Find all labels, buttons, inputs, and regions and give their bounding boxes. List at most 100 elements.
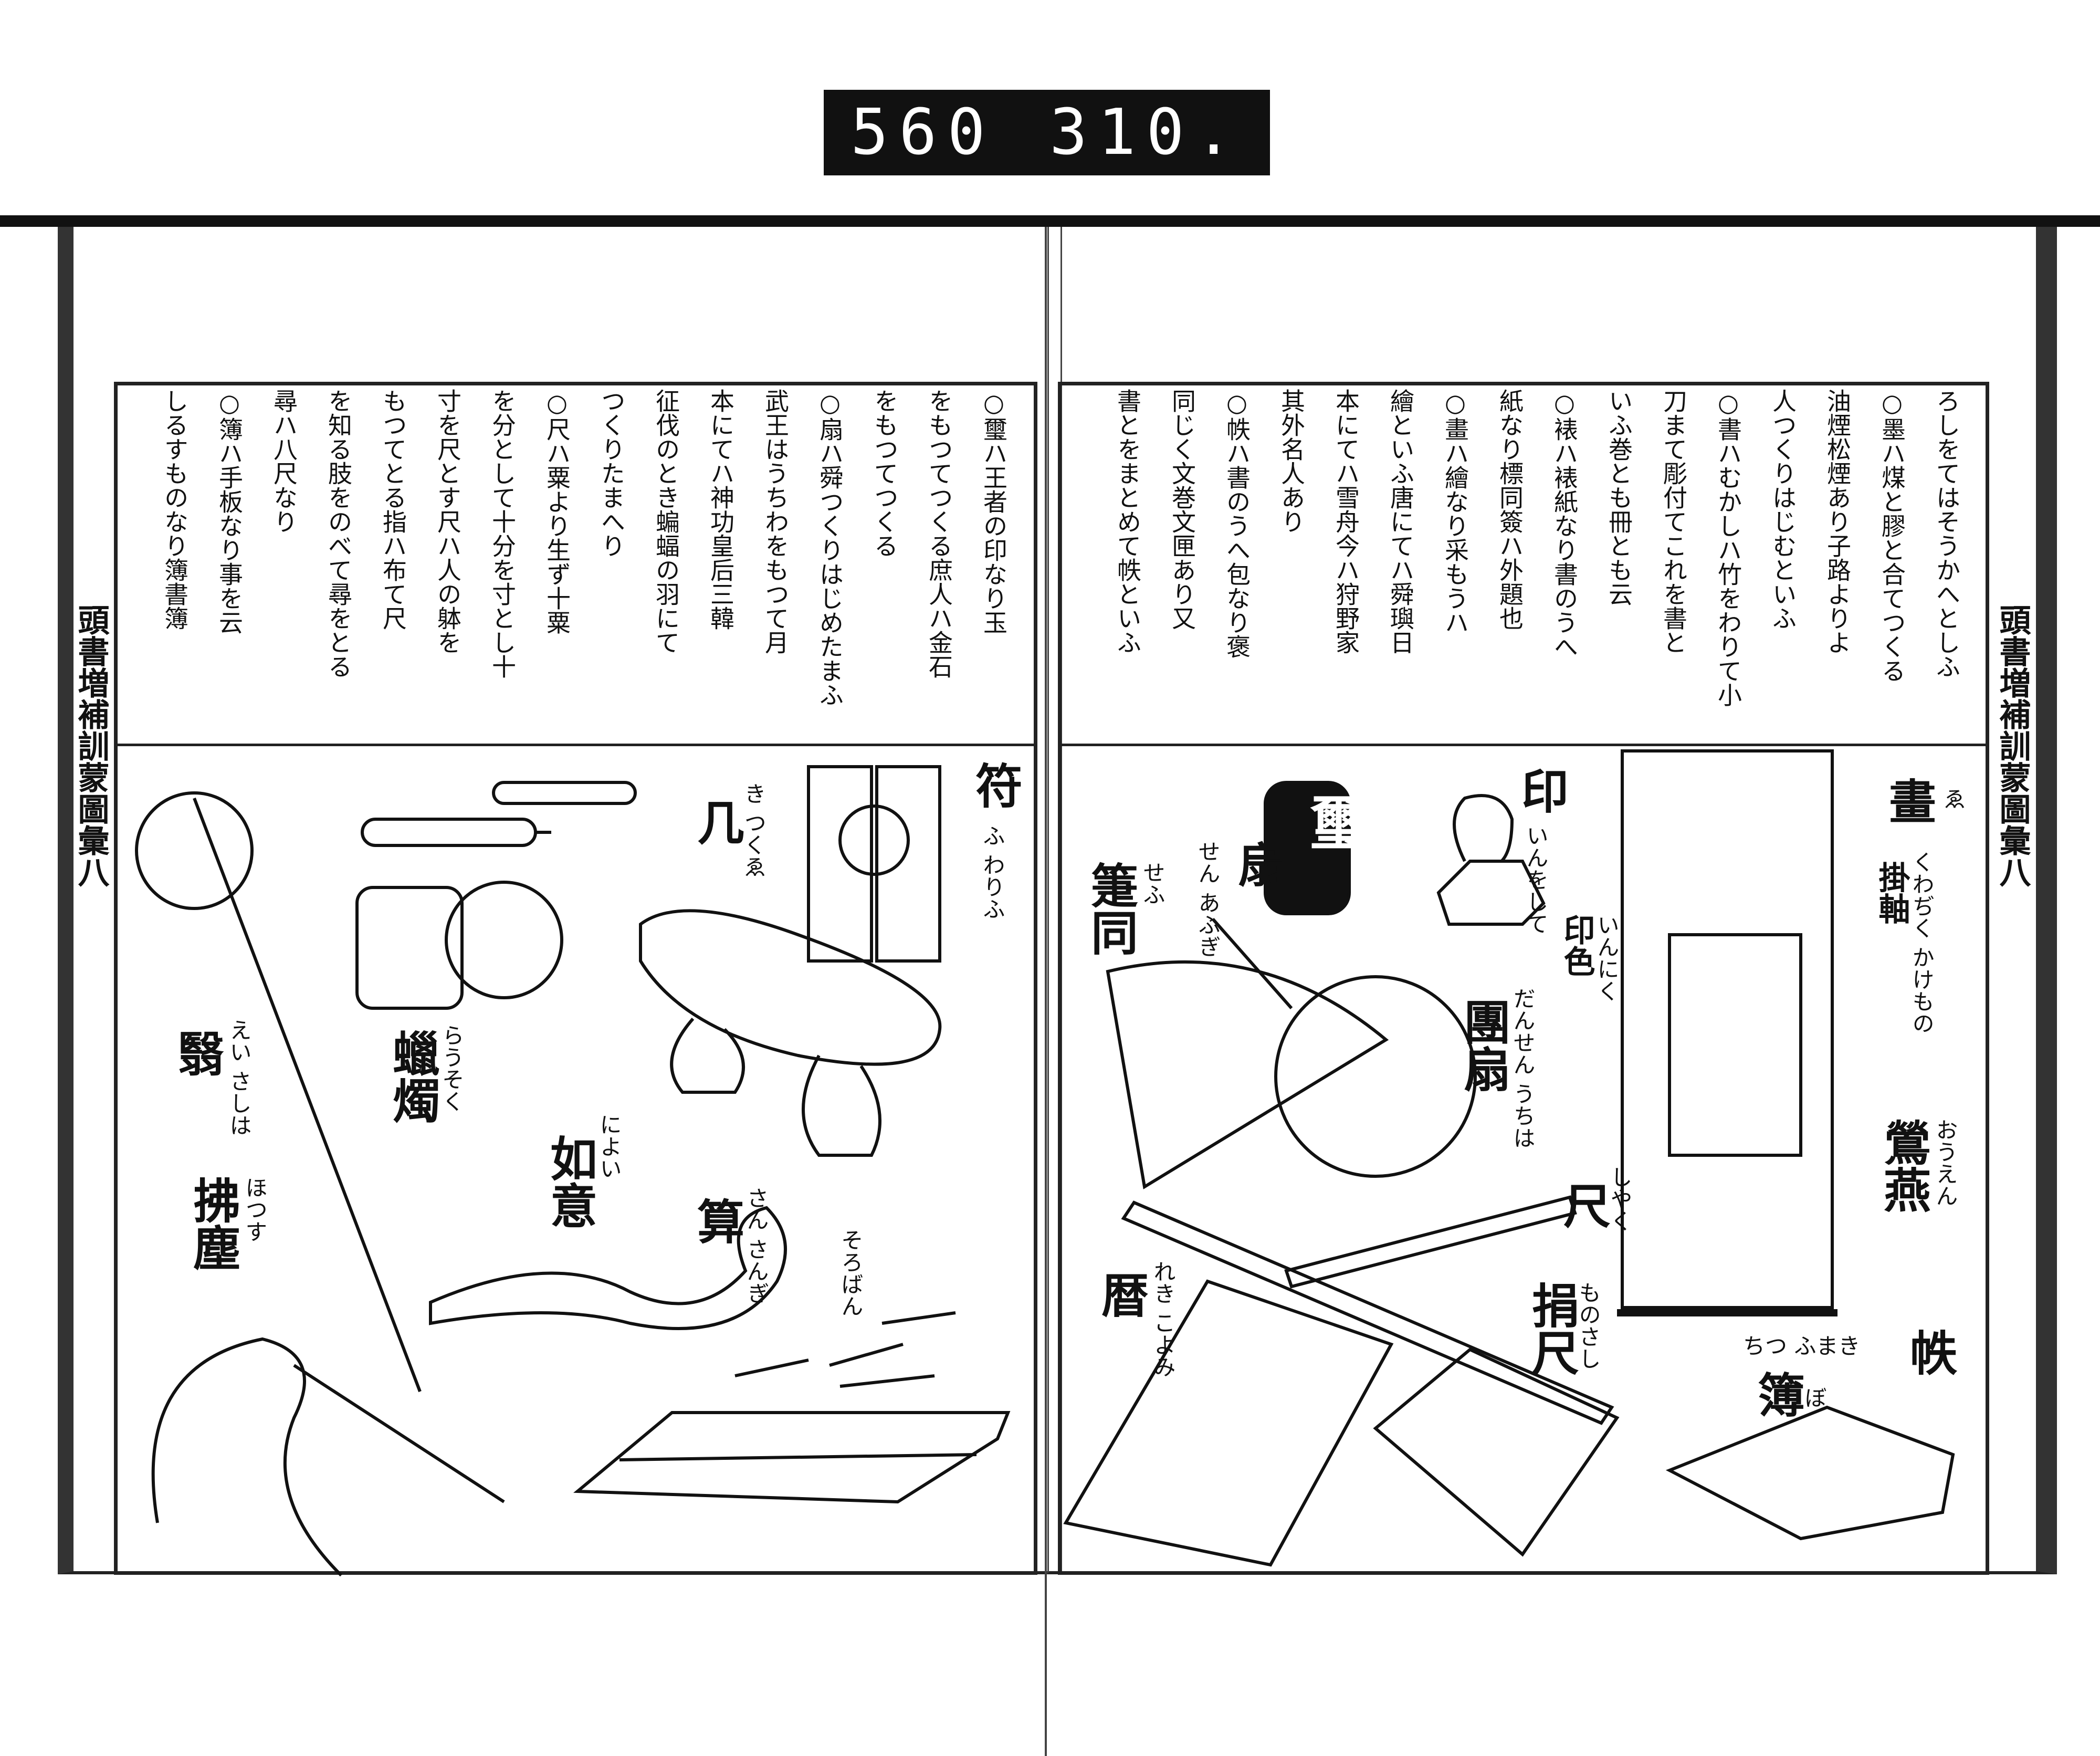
text-column: 武王はうちわをもつて月 — [761, 389, 790, 654]
label-tally: 符 — [967, 761, 1023, 809]
text-column: 寸を尺とす尺ハ人の躰を — [434, 389, 462, 654]
label-fan-alt: 箑同 — [1083, 861, 1138, 956]
top-rule — [0, 215, 2100, 227]
seal-illustration — [1264, 781, 1351, 915]
ruyi-illustration — [429, 1206, 787, 1330]
whisk-illustration — [151, 1337, 505, 1577]
left-spine-title: 頭書増補訓蒙圖彙八 — [72, 604, 109, 887]
armrest-illustration — [639, 909, 942, 1157]
text-column: ○墨ハ煤と膠と合てつくる — [1878, 389, 1906, 683]
text-column: もつてとる指ハ布て尺 — [379, 389, 407, 630]
text-column: ろしをてはそうかへとしふ — [1933, 389, 1961, 678]
text-column: 本にてハ雪舟今ハ狩野家 — [1332, 389, 1360, 654]
counting-rods-illustration — [734, 1311, 956, 1388]
seal-stamp-illustration — [1436, 794, 1546, 926]
archive-number-left: 560 — [850, 96, 996, 169]
ruler-illustration — [1121, 1195, 1614, 1425]
label-ruler: 尺 — [1555, 1182, 1611, 1229]
label-register: 簿 — [1749, 1371, 1805, 1418]
reading-seal-ink: いんにく — [1594, 914, 1620, 1002]
left-frame — [114, 382, 1037, 1575]
label-armrest: 几 — [689, 798, 744, 845]
book-illustration — [1373, 1347, 1620, 1557]
right-frame — [1058, 382, 1989, 1575]
reading-book-wrapper: ちつ ふまき — [1743, 1333, 1861, 1359]
text-column: ○帙ハ書のうへ包なり褒 — [1223, 389, 1251, 659]
label-hanging-scroll: 掛軸 — [1873, 861, 1910, 924]
text-column: をもつてつくる庶人ハ金石 — [925, 389, 953, 678]
label-round-fan: 團扇 — [1455, 998, 1511, 1092]
fan-screen-illustration — [135, 791, 422, 1393]
label-measuring-rule: 捐尺 — [1524, 1281, 1579, 1376]
text-column: しるすものなり簿書簿 — [161, 389, 189, 630]
right-spine-title: 頭書増補訓蒙圖彙八 — [1994, 604, 2031, 887]
label-candle: 蠟燭 — [384, 1029, 440, 1124]
right-page-text: ろしをてはそうかへとしふ ○墨ハ煤と膠と合てつくる 油煙松煙あり子路よりよ 人つ… — [1074, 389, 1974, 740]
text-column: 人つくりはじむといふ — [1769, 389, 1797, 630]
reading-painting: ゑ — [1940, 788, 1966, 810]
folding-fan-illustration — [1106, 960, 1389, 1189]
text-column: 書とをまとめて帙といふ — [1114, 389, 1142, 654]
reading-ruler: しやく — [1607, 1166, 1633, 1232]
tally-illustration — [807, 765, 941, 963]
text-column: 刀まて彫付てこれを書と — [1660, 389, 1688, 654]
seal-glyph: 璽 — [1300, 793, 1368, 851]
label-calendar: 暦 — [1093, 1271, 1149, 1318]
label-counting-rods: 算 — [689, 1197, 744, 1245]
label-screen-fan: 翳 — [169, 1029, 225, 1076]
reading-round-fan: だんせん うちは — [1510, 987, 1536, 1149]
reading-armrest: き つくゑ — [741, 782, 766, 878]
label-seal: 印 — [1513, 767, 1569, 814]
text-column: つくりたまへり — [597, 389, 626, 558]
left-page-text: ○璽ハ王者の印なり玉 をもつてつくる庶人ハ金石 をもつてつくる ○扇ハ舜つくりは… — [129, 389, 1021, 740]
label-book-wrapper: 帙 — [1902, 1329, 1957, 1376]
text-column: ○裱ハ裱紙なり書のうへ — [1550, 389, 1579, 659]
label-seal-ink: 印色 — [1558, 914, 1595, 977]
label-scroll-title: 鶯燕 — [1875, 1119, 1931, 1213]
reading-counting-rods: さん さんぎ — [743, 1187, 769, 1304]
reading-ruyi: によい — [596, 1113, 622, 1179]
label-painting: 畫 — [1881, 777, 1936, 824]
round-fan-illustration — [1211, 918, 1477, 1178]
reading-candle: らうそく — [439, 1024, 465, 1112]
hanging-scroll-illustration — [1617, 749, 1838, 1316]
reading-fan: せん あふぎ — [1195, 840, 1221, 958]
candles-illustration — [355, 781, 637, 1010]
text-column: 同じく文巻文匣あり又 — [1168, 389, 1196, 630]
label-fan: 扇 — [1230, 840, 1285, 887]
abacus-illustration — [573, 1411, 1011, 1504]
book-wrapper-illustration — [1665, 1405, 1955, 1541]
calendar-illustration — [1063, 1279, 1394, 1567]
left-divider — [114, 744, 1034, 746]
reading-measuring-rule: ものさし — [1576, 1281, 1601, 1370]
text-column: ○尺ハ粟より生ず十粟 — [543, 389, 571, 634]
reading-tally: ふ わりふ — [980, 824, 1005, 920]
reading-scroll-title: おうえん — [1933, 1119, 1958, 1207]
reading-seal: いんをして — [1523, 824, 1549, 935]
reading-whisk: ほつす — [242, 1176, 268, 1242]
text-column: 征伐のとき蝙蝠の羽にて — [652, 389, 680, 654]
text-column: ○璽ハ王者の印なり玉 — [980, 389, 1008, 634]
reading-screen-fan: えい さしは — [226, 1019, 252, 1136]
text-column: を分として十分を寸とし十 — [488, 389, 517, 678]
text-column: ○畫ハ繪なり采もうハ — [1441, 389, 1469, 634]
reading-calendar: れき こよみ — [1150, 1260, 1176, 1378]
text-column: 其外名人あり — [1277, 389, 1306, 534]
reading-abacus: そろばん — [838, 1229, 864, 1317]
text-column: 紙なり標同簽ハ外題也 — [1496, 389, 1524, 630]
right-divider — [1058, 744, 1986, 746]
text-column: 繪といふ唐にてハ舜璵日 — [1387, 389, 1415, 654]
label-whisk: 拂塵 — [185, 1176, 240, 1271]
text-column: いふ巻とも冊とも云 — [1605, 389, 1633, 606]
text-column: 油煙松煙あり子路よりよ — [1823, 389, 1852, 654]
text-column: を知る肢をのべて尋をとる — [324, 389, 353, 678]
reading-hanging-scroll: くわぢく かけもの — [1909, 851, 1935, 1034]
text-column: をもつてつくる — [870, 389, 899, 558]
text-column: ○簿ハ手板なり事を云 — [215, 389, 244, 634]
archive-number-right: 310. — [1049, 96, 1243, 169]
text-column: ○書ハむかしハ竹をわりて小 — [1714, 389, 1742, 707]
archive-label: 560 310. — [824, 90, 1270, 175]
text-column: ○扇ハ舜つくりはじめたまふ — [816, 389, 844, 707]
text-column: 本にてハ神功皇后三韓 — [707, 389, 735, 630]
